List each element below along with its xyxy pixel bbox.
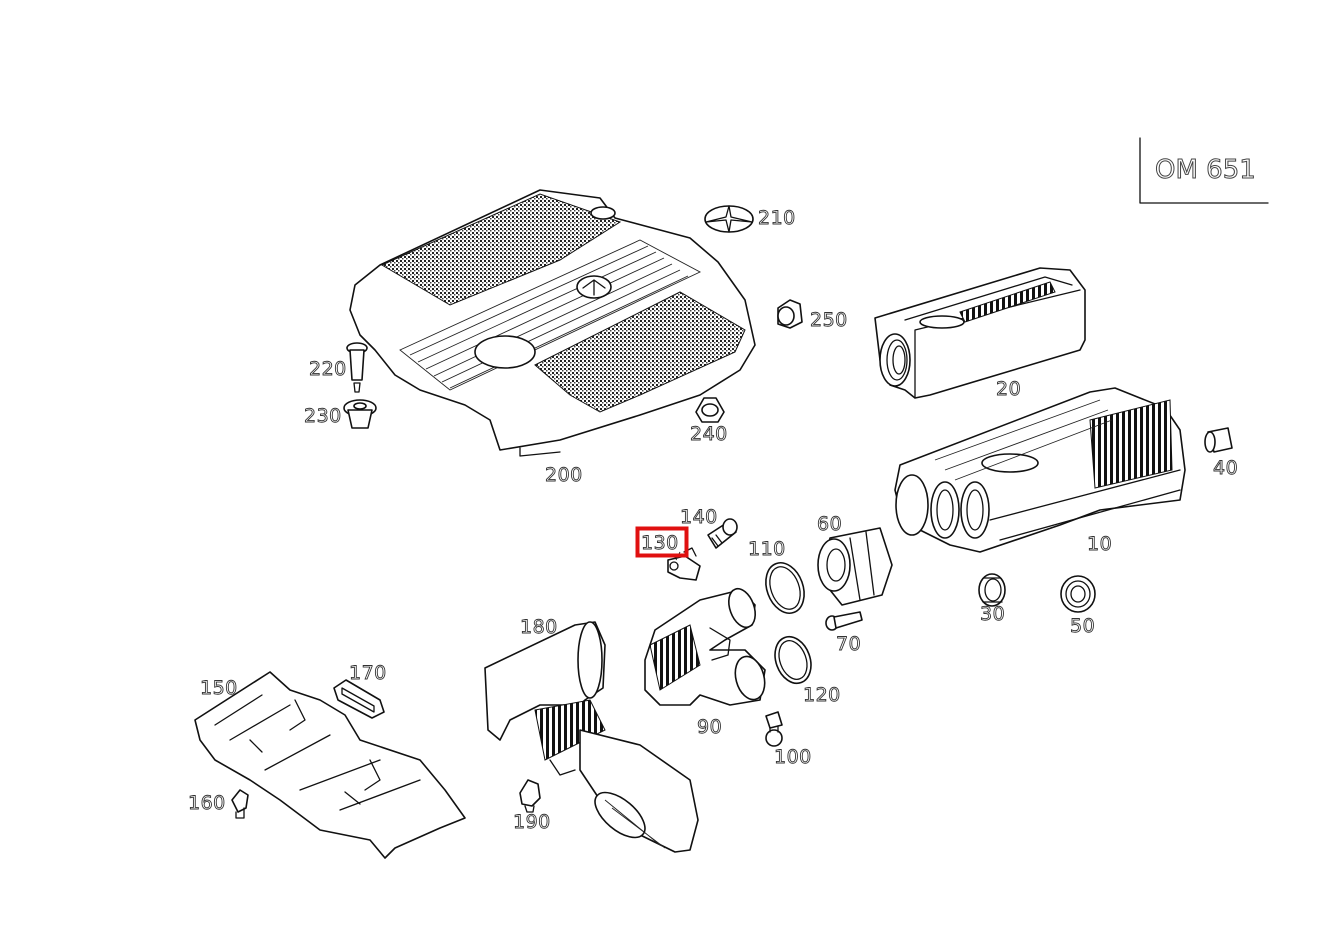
callout-200[interactable]: 200 <box>545 464 583 487</box>
adapter-60-part[interactable] <box>817 527 893 606</box>
grommet-250-part[interactable] <box>777 299 803 329</box>
sleeve-50-part[interactable] <box>1060 575 1096 613</box>
bolt-220-part[interactable] <box>346 342 368 393</box>
clamp-110-part[interactable] <box>759 557 811 618</box>
shield-150-part[interactable] <box>194 671 466 859</box>
callout-70[interactable]: 70 <box>836 633 862 656</box>
callout-120[interactable]: 120 <box>803 684 841 707</box>
intake-duct-90-part[interactable] <box>644 585 769 706</box>
callout-90[interactable]: 90 <box>697 716 723 739</box>
clip-190-part[interactable] <box>519 779 541 813</box>
callout-190[interactable]: 190 <box>513 811 551 834</box>
callout-110[interactable]: 110 <box>748 538 786 561</box>
star-emblem-part[interactable] <box>704 205 754 233</box>
callout-30[interactable]: 30 <box>980 603 1006 626</box>
callout-250[interactable]: 250 <box>810 309 848 332</box>
callout-220[interactable]: 220 <box>309 358 347 381</box>
callout-240[interactable]: 240 <box>690 423 728 446</box>
air-filter-housing-part[interactable] <box>894 387 1186 553</box>
callout-20[interactable]: 20 <box>996 378 1022 401</box>
engine-code-label: OM 651 <box>1155 155 1256 185</box>
callout-150[interactable]: 150 <box>200 677 238 700</box>
callout-60[interactable]: 60 <box>817 513 843 536</box>
callout-180[interactable]: 180 <box>520 616 558 639</box>
duct-180-part[interactable] <box>484 621 699 853</box>
clip-100-part[interactable] <box>765 711 783 747</box>
engine-code-box: OM 651 <box>1139 137 1269 204</box>
selected-callout-highlight <box>635 526 689 558</box>
callout-10[interactable]: 10 <box>1087 533 1113 556</box>
callout-230[interactable]: 230 <box>304 405 342 428</box>
clip-160-part[interactable] <box>231 789 249 819</box>
plug-140-part[interactable] <box>707 518 738 549</box>
engine-cover-part[interactable] <box>349 189 756 457</box>
callout-160[interactable]: 160 <box>188 792 226 815</box>
callout-50[interactable]: 50 <box>1070 615 1096 638</box>
callout-130[interactable]: 130 <box>641 532 679 555</box>
grommet-240-part[interactable] <box>695 397 725 423</box>
screw-70-part[interactable] <box>825 611 863 631</box>
callout-100[interactable]: 100 <box>774 746 812 769</box>
sleeve-30-part[interactable] <box>978 573 1006 607</box>
callout-170[interactable]: 170 <box>349 662 387 685</box>
gasket-170-part[interactable] <box>333 679 385 719</box>
callout-140[interactable]: 140 <box>680 506 718 529</box>
callout-40[interactable]: 40 <box>1213 457 1239 480</box>
clamp-120-part[interactable] <box>769 632 817 689</box>
air-filter-element-part[interactable] <box>874 267 1086 399</box>
nut-230-part[interactable] <box>343 399 377 429</box>
callout-210[interactable]: 210 <box>758 207 796 230</box>
rubber-cap-40-part[interactable] <box>1204 427 1233 453</box>
